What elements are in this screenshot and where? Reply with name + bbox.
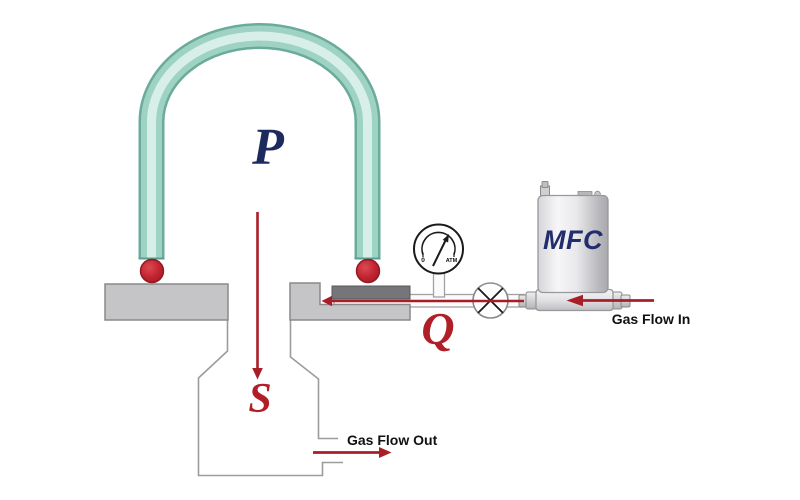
flow-arrow-q (321, 295, 524, 307)
chamber-left-wall (197, 320, 343, 477)
left-block (104, 283, 229, 321)
mfc-body (537, 194, 609, 294)
mfc-unit: MFC (537, 181, 609, 294)
pressure-label: P (251, 119, 285, 176)
gas-flow-in-label: Gas Flow In (612, 311, 691, 327)
left-ball-seal (139, 258, 165, 284)
sample-chamber-outline (197, 320, 343, 477)
ball-seals (139, 258, 381, 284)
gauge-min-label: 0 (421, 257, 425, 264)
mfc-top-connector-cap (541, 181, 549, 188)
gauge-stem (432, 270, 446, 298)
pumping-arrow-head (252, 368, 263, 380)
flow-arrow-q-head (321, 295, 332, 307)
chamber-right-wall (289, 320, 338, 440)
gas-flow-out-head (379, 447, 392, 458)
support-blocks (104, 282, 411, 321)
gauge-max-label: ATM (446, 258, 458, 264)
pressure-gauge: 0 ATM (413, 223, 464, 275)
flow-rate-label: Q (421, 303, 454, 354)
gauge-needle-head (442, 234, 449, 243)
u-tube-highlight (147, 31, 372, 259)
gas-flow-in-group: Gas Flow In (566, 294, 691, 327)
pumping-speed-label: S (248, 376, 271, 422)
right-ball-seal (355, 258, 381, 284)
mfc-label: MFC (543, 225, 603, 255)
sample-tube-bar (331, 285, 411, 300)
u-tube (138, 23, 381, 260)
gas-flow-out-group: Gas Flow Out (313, 432, 438, 458)
gas-flow-out-label: Gas Flow Out (347, 432, 438, 448)
pumping-arrow-group (252, 212, 263, 380)
gas-flow-in-head (566, 294, 583, 307)
gauge-arc (421, 231, 456, 255)
gauge-needle (432, 240, 447, 267)
right-block (289, 282, 411, 321)
